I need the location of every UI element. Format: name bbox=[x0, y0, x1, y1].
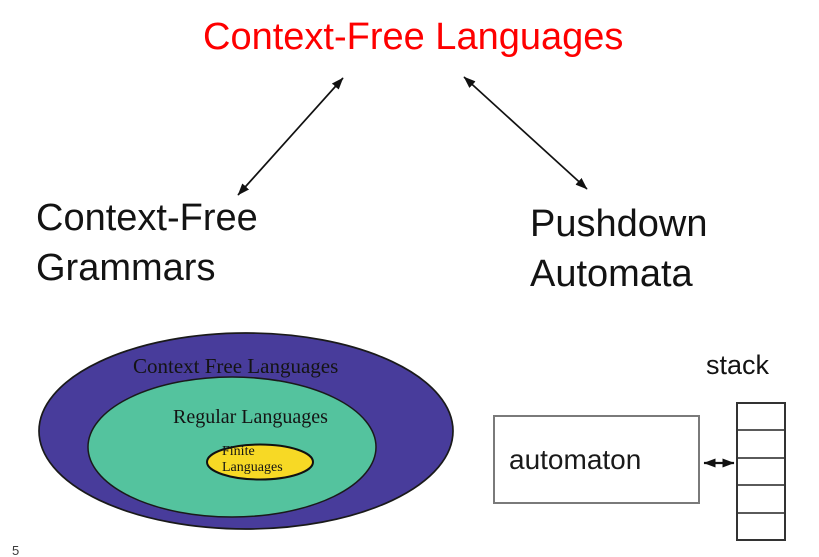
stack-cell bbox=[738, 429, 784, 456]
venn-middle-label: Regular Languages bbox=[173, 406, 328, 428]
venn-inner-label-line1: Finite bbox=[222, 444, 255, 459]
double-arrow-left-icon bbox=[237, 77, 344, 196]
page-number: 5 bbox=[12, 543, 20, 557]
automaton-box: automaton bbox=[493, 415, 700, 504]
venn-inner-label: Finite Languages bbox=[222, 444, 283, 476]
automaton-label: automaton bbox=[509, 443, 642, 475]
pushdown-automata-line1: Pushdown bbox=[530, 203, 708, 245]
venn-inner-ellipse bbox=[206, 443, 314, 481]
venn-outer-label: Context Free Languages bbox=[133, 354, 339, 378]
double-arrow-right-icon bbox=[463, 76, 588, 190]
stack-cell bbox=[738, 404, 784, 429]
pushdown-automata-label: Pushdown Automata bbox=[530, 199, 707, 299]
venn-inner-label-line2: Languages bbox=[222, 460, 283, 475]
slide-title: Context-Free Languages bbox=[203, 16, 624, 58]
context-free-grammars-line2: Grammars bbox=[36, 247, 216, 289]
stack-label: stack bbox=[706, 350, 770, 380]
stack-cell bbox=[738, 456, 784, 484]
context-free-grammars-label: Context-Free Grammars bbox=[36, 193, 258, 293]
stack-cell bbox=[738, 511, 784, 539]
pushdown-automata-line2: Automata bbox=[530, 253, 693, 295]
stack-cells bbox=[736, 402, 786, 541]
stack-cell bbox=[738, 484, 784, 511]
context-free-grammars-line1: Context-Free bbox=[36, 197, 258, 239]
